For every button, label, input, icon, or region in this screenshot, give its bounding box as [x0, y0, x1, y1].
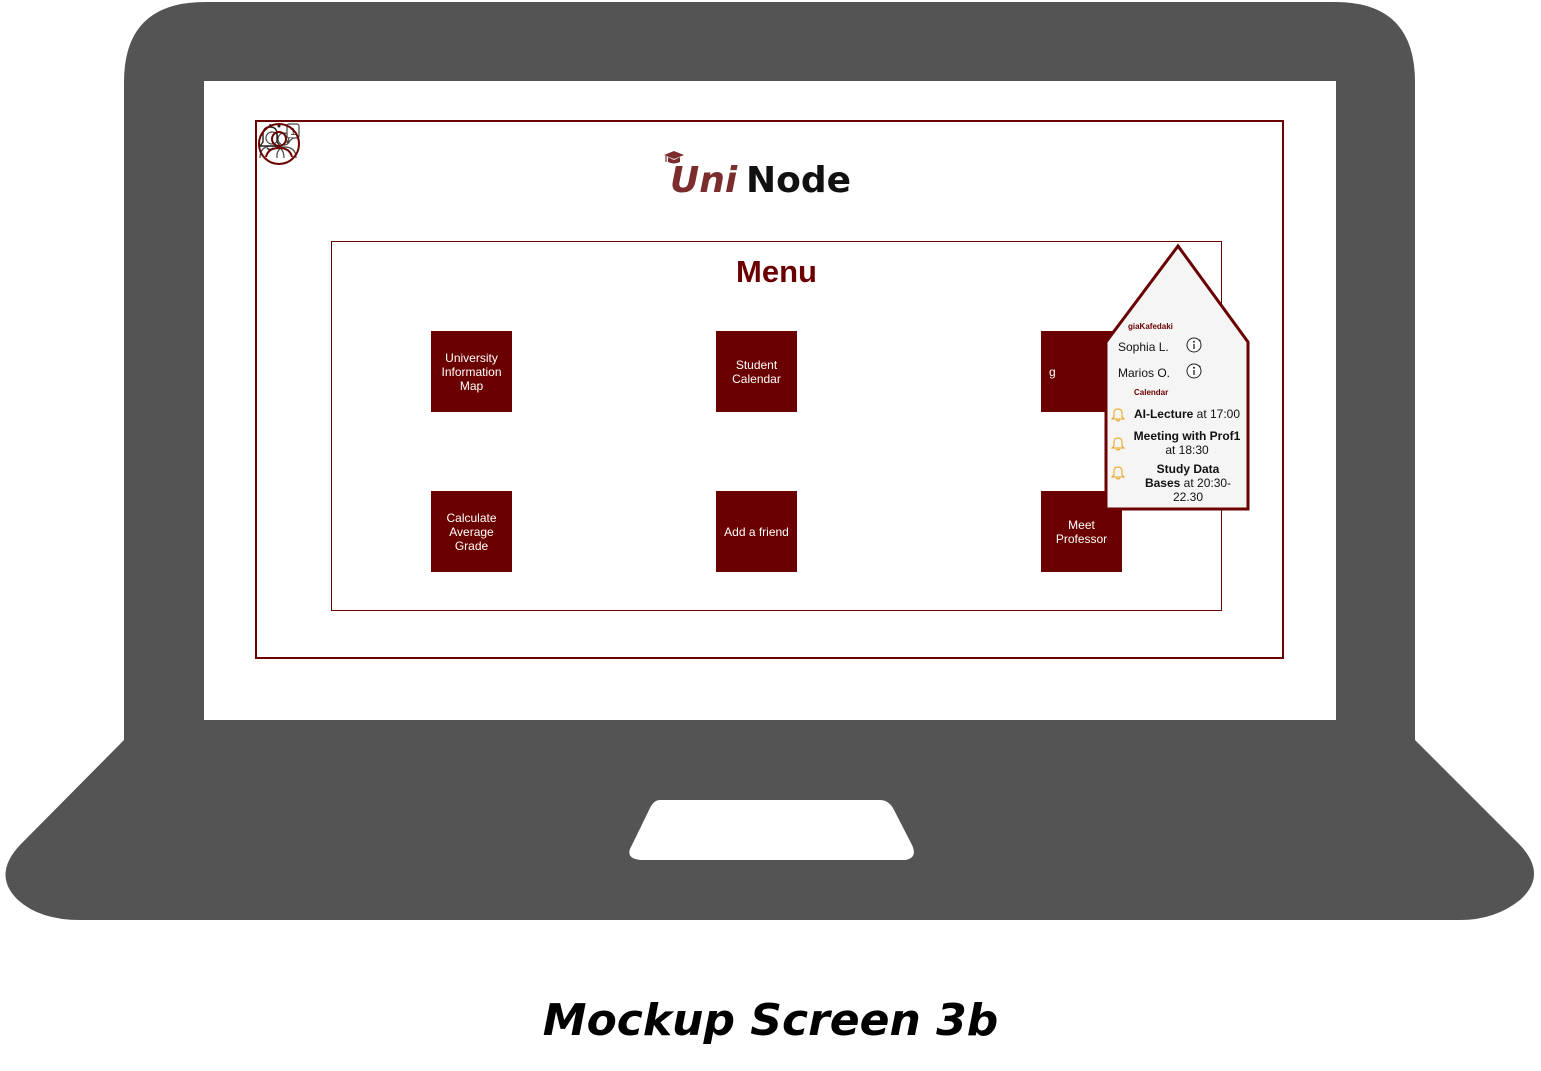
- graduation-cap-icon: [664, 151, 684, 164]
- event-time: at 20:30-22.30: [1172, 476, 1232, 504]
- app-window: Uni Node 1: [255, 120, 1284, 659]
- tile-label: Student Calendar: [732, 357, 781, 386]
- menu-panel: Menu University Information Map Student …: [331, 241, 1222, 611]
- notifications-popup: giaKafedaki Sophia L. Marios O.: [1104, 243, 1252, 513]
- calendar-bell-icon: [1110, 408, 1126, 422]
- info-icon[interactable]: [1186, 363, 1202, 379]
- friend-request-name: Marios O.: [1118, 366, 1171, 380]
- calendar-heading: Calendar: [1134, 388, 1169, 397]
- uninode-logo[interactable]: Uni Node: [662, 150, 852, 201]
- student-calendar-button[interactable]: Student Calendar: [716, 331, 797, 412]
- calculate-average-grade-button[interactable]: Calculate Average Grade: [431, 491, 512, 572]
- event-title: Study Data Bases: [1144, 462, 1220, 490]
- event-time: at 18:30: [1165, 443, 1209, 457]
- popup-shape: [1104, 243, 1250, 511]
- friend-requests-heading: giaKafedaki: [1128, 322, 1173, 331]
- profile-avatar-icon[interactable]: [257, 122, 301, 166]
- logo-text-node: Node: [746, 160, 852, 201]
- tile-label: g: [1049, 364, 1056, 379]
- tile-label: University Information Map: [441, 350, 502, 393]
- laptop-screen: Uni Node 1: [204, 81, 1336, 720]
- calendar-event[interactable]: Study Data Bases at 20:30-22.30: [1110, 462, 1248, 506]
- tile-label: Add a friend: [724, 524, 789, 539]
- add-a-friend-button[interactable]: Add a friend: [716, 491, 797, 572]
- calendar-event[interactable]: Meeting with Prof1 at 18:30: [1110, 429, 1248, 459]
- tile-label: Calculate Average Grade: [446, 510, 497, 553]
- calendar-bell-icon: [1110, 466, 1126, 480]
- event-title: Meeting with Prof1: [1133, 429, 1241, 443]
- laptop-frame: Uni Node 1: [5, 2, 1535, 920]
- tile-label: Meet Professor: [1055, 517, 1108, 546]
- friend-request-row: Marios O.: [1112, 363, 1247, 381]
- university-information-map-button[interactable]: University Information Map: [431, 331, 512, 412]
- event-time: at 17:00: [1196, 407, 1241, 421]
- calendar-event[interactable]: AI-Lecture at 17:00: [1110, 406, 1248, 424]
- friend-request-row: Sophia L.: [1112, 337, 1247, 355]
- calendar-bell-icon: [1110, 437, 1126, 451]
- friend-request-name: Sophia L.: [1118, 340, 1169, 354]
- logo-text-uni: Uni: [670, 160, 738, 201]
- menu-title: Menu: [736, 254, 817, 289]
- friend-requests-count: 1: [290, 127, 296, 138]
- mockup-caption: Mockup Screen 3b: [542, 995, 999, 1046]
- info-icon[interactable]: [1186, 337, 1202, 353]
- event-title: AI-Lecture: [1133, 407, 1194, 421]
